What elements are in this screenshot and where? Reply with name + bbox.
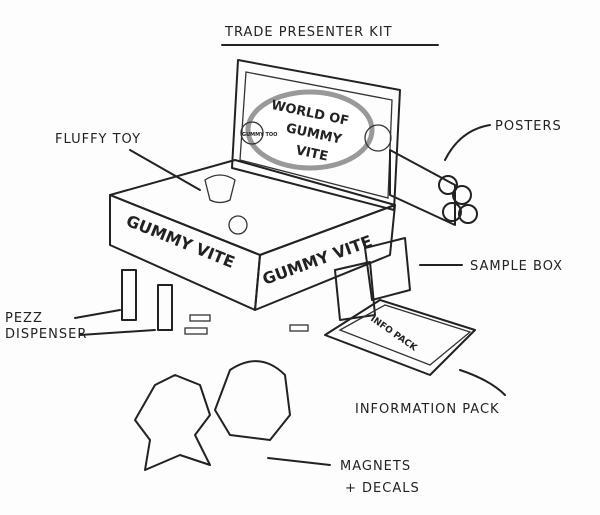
gummy-box: GUMMY VITE GUMMY VITE: [109, 159, 396, 311]
label-sample-box: SAMPLE BOX: [470, 259, 563, 274]
box-front-text: GUMMY VITE: [260, 231, 375, 288]
box-side-text: GUMMY VITE: [124, 211, 238, 272]
lid-text-3: VITE: [294, 143, 329, 164]
sun-icon: [364, 124, 392, 152]
label-pez-1: PEZZ: [5, 311, 43, 326]
info-pack-text: INFO PACK: [368, 314, 419, 354]
label-magnets: MAGNETS: [340, 459, 411, 474]
label-posters: POSTERS: [495, 119, 562, 134]
label-pez-2: DISPENSER: [5, 327, 87, 342]
arrow-posters: [444, 124, 491, 161]
information-pack: INFO PACK: [324, 299, 476, 376]
fluffy-toy: [204, 174, 236, 204]
lid-badge: GUMMY TOO: [242, 132, 277, 138]
label-information-pack: INFORMATION PACK: [355, 402, 500, 417]
label-fluffy-toy: FLUFFY TOY: [55, 132, 141, 147]
box-lid: WORLD OF GUMMY VITE GUMMY TOO: [231, 59, 401, 211]
posters: [389, 149, 478, 226]
arrow-magnets: [267, 457, 331, 466]
arrow-information-pack: [459, 369, 506, 396]
magnets-decals: [134, 360, 291, 471]
sample-boxes: [334, 237, 411, 321]
arrow-pez: [74, 309, 156, 336]
label-decals: + DECALS: [345, 481, 420, 496]
title: TRADE PRESENTER KIT: [224, 25, 393, 40]
pez-dispensers: [121, 269, 309, 335]
arrow-fluffy-toy: [129, 149, 201, 191]
